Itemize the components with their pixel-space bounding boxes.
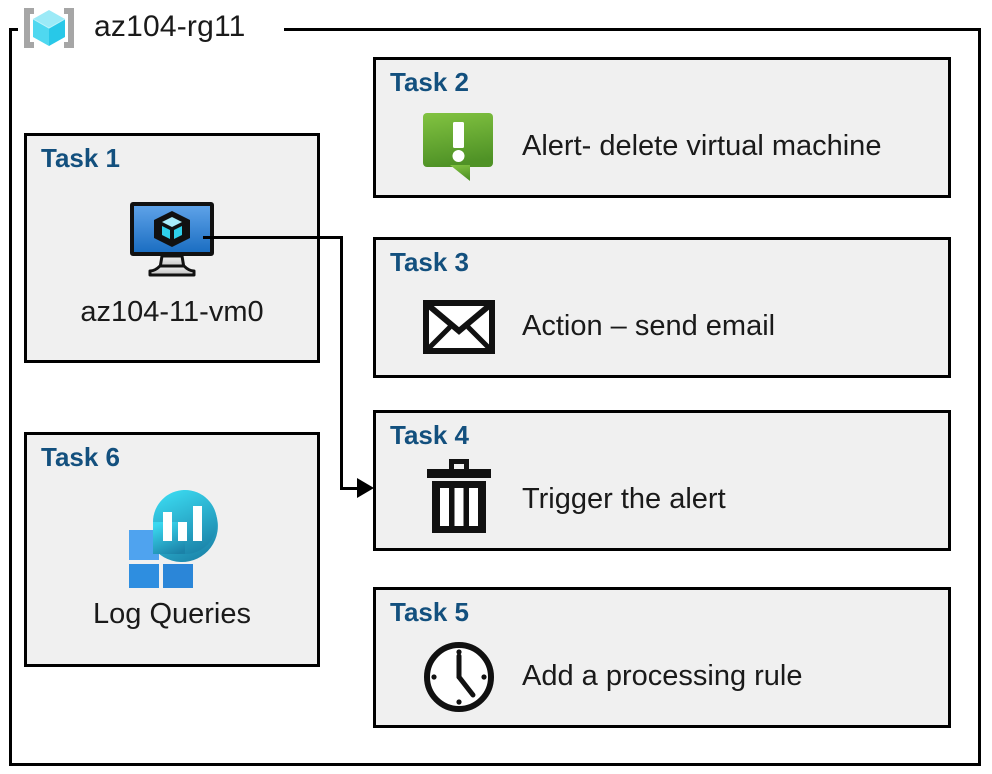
log-analytics-icon (117, 488, 227, 594)
task1-card[interactable]: Task 1 (24, 133, 320, 363)
arrow-head-right-icon (357, 478, 374, 498)
task6-card[interactable]: Task 6 (24, 432, 320, 667)
connector-segment-horizontal-bottom (340, 487, 368, 490)
task4-label: Task 4 (390, 420, 470, 450)
task4-caption: Trigger the alert (522, 482, 726, 515)
task2-label: Task 2 (390, 67, 470, 97)
connector-segment-horizontal-top (203, 236, 343, 239)
resource-group-header: az104-rg11 (14, 2, 246, 54)
resource-group-container (9, 28, 981, 766)
connector-segment-vertical (340, 236, 343, 488)
task3-caption: Action – send email (522, 309, 776, 342)
task1-caption: az104-11-vm0 (80, 296, 264, 328)
task2-card[interactable]: Task 2 Alert- delete virtual machine (373, 57, 951, 198)
clock-icon (420, 637, 498, 715)
task5-label: Task 5 (390, 597, 470, 627)
task2-caption: Alert- delete virtual machine (522, 129, 882, 162)
task1-label: Task 1 (41, 143, 121, 173)
task6-caption: Log Queries (93, 598, 251, 630)
task5-caption: Add a processing rule (522, 659, 803, 692)
virtual-machine-icon (124, 198, 220, 283)
task5-card[interactable]: Task 5 Add a processing rule (373, 587, 951, 728)
task3-label: Task 3 (390, 247, 470, 277)
resource-group-cube-icon (14, 4, 84, 52)
alert-exclamation-icon (420, 107, 498, 185)
envelope-email-icon (420, 287, 498, 365)
task6-label: Task 6 (41, 442, 121, 472)
task4-card[interactable]: Task 4 Trigger the alert (373, 410, 951, 551)
resource-group-name: az104-rg11 (94, 9, 246, 43)
trash-delete-icon (420, 455, 498, 533)
task3-card[interactable]: Task 3 Action – send email (373, 237, 951, 378)
